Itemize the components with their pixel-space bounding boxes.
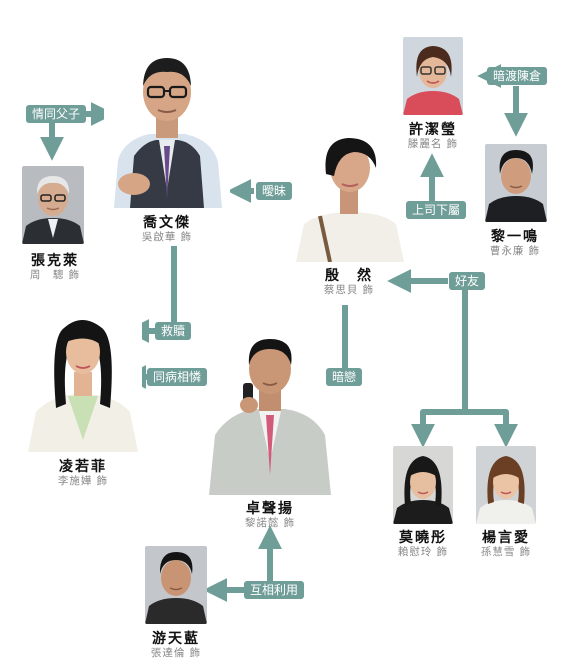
hui-name: 許潔瑩 bbox=[409, 122, 457, 138]
lai-actor: 曹永廉 飾 bbox=[489, 245, 541, 257]
mok-name: 莫曉彤 bbox=[399, 530, 447, 546]
cheung-portrait bbox=[22, 166, 84, 244]
relation-crush: 暗戀 bbox=[326, 368, 363, 386]
relation-like-father-son: 情同父子 bbox=[26, 105, 87, 123]
cheuk-name: 卓聲揚 bbox=[246, 501, 294, 517]
mok-portrait bbox=[393, 446, 453, 524]
yeung-actor: 孫慧雪 飾 bbox=[480, 546, 532, 558]
cheuk-portrait bbox=[205, 333, 335, 495]
relation-boss-subordinate: 上司下屬 bbox=[406, 201, 467, 219]
hui-actor: 滕麗名 飾 bbox=[407, 138, 459, 150]
yan-name: 殷 然 bbox=[325, 268, 373, 284]
yau-name: 游天藍 bbox=[152, 631, 200, 647]
yan-actor: 蔡思貝 飾 bbox=[323, 284, 375, 296]
yau-actor: 張達倫 飾 bbox=[150, 647, 202, 659]
ling-name: 凌若菲 bbox=[59, 459, 107, 475]
mok-actor: 賴慰玲 飾 bbox=[397, 546, 449, 558]
yeung-portrait bbox=[476, 446, 536, 524]
relation-redemption: 救贖 bbox=[155, 322, 192, 340]
cheung-name: 張克萊 bbox=[31, 253, 79, 269]
cheuk-actor: 黎諾懿 飾 bbox=[244, 517, 296, 529]
ling-portrait bbox=[24, 308, 142, 452]
yan-portrait bbox=[290, 128, 410, 262]
hui-portrait bbox=[403, 37, 463, 115]
relation-friends: 好友 bbox=[449, 272, 486, 290]
relation-mutual-use: 互相利用 bbox=[244, 581, 305, 599]
lai-portrait bbox=[485, 144, 547, 222]
arrow-friends-to-mok bbox=[411, 409, 465, 448]
cheung-actor: 周 驄 飾 bbox=[29, 269, 81, 281]
lai-name: 黎一鳴 bbox=[491, 229, 539, 245]
relation-fellow-sufferers: 同病相憐 bbox=[147, 368, 208, 386]
kiu-portrait bbox=[104, 50, 230, 208]
kiu-actor: 吳啟華 飾 bbox=[141, 231, 193, 243]
yeung-name: 楊言愛 bbox=[482, 530, 530, 546]
relation-ambiguous: 曖昧 bbox=[256, 182, 293, 200]
relation-secret-crush-chan: 暗渡陳倉 bbox=[487, 67, 548, 85]
ling-actor: 李施嬅 飾 bbox=[57, 475, 109, 487]
kiu-name: 喬文傑 bbox=[143, 215, 191, 231]
arrow-friends-to-yeung bbox=[465, 409, 518, 448]
yau-portrait bbox=[145, 546, 207, 624]
